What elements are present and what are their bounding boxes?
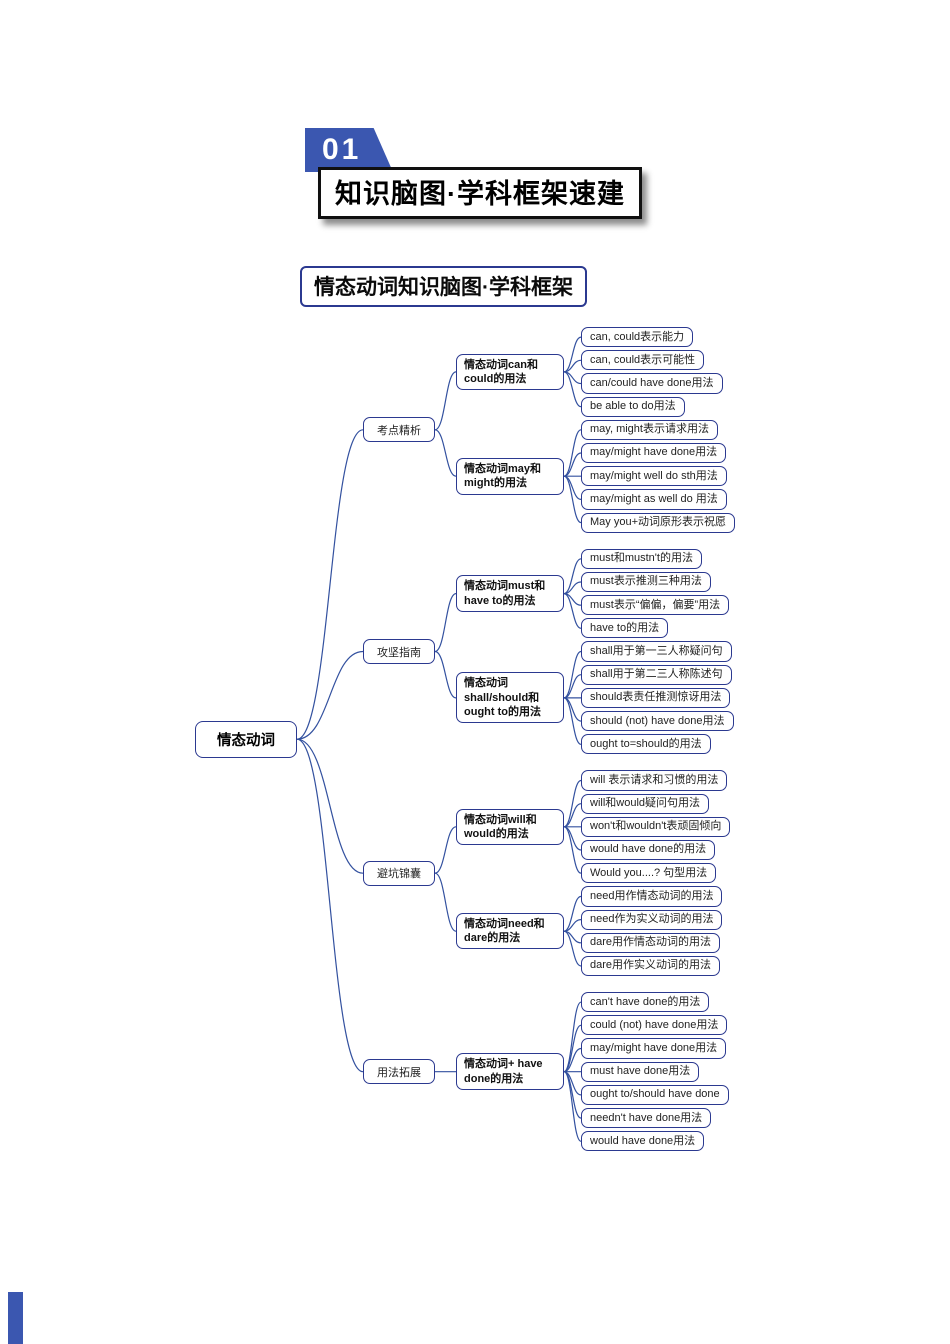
leaf-node: shall用于第一三人称疑问句 [581, 641, 732, 662]
leaf-node: won't和wouldn't表顽固倾向 [581, 816, 731, 837]
leaf-node: must have done用法 [581, 1061, 700, 1082]
branch-row-pitfalls: 避坑锦囊 情态动词will和would的用法 will 表示请求和习惯的用法 w… [363, 770, 735, 977]
leaf-node: should (not) have done用法 [581, 711, 734, 732]
leaf-node: may/might well do sth用法 [581, 466, 727, 487]
branch-node: 攻坚指南 [363, 639, 435, 665]
root-column: 情态动词 [195, 327, 297, 1151]
leaf-node: should表责任推测惊讶用法 [581, 687, 731, 708]
leaves-column: can't have done的用法 could (not) have done… [581, 992, 729, 1152]
leaf-node: need作为实义动词的用法 [581, 909, 723, 930]
map-title-text: 情态动词知识脑图·学科框架 [314, 276, 573, 299]
leaf-node: must表示“偏偏，偏要”用法 [581, 595, 730, 616]
topic-node: 情态动词will和would的用法 [456, 808, 564, 846]
mindmap-canvas: 情态动词 考点精析 情态动词can和could的用法 can, could表示能… [195, 327, 775, 1152]
leaf-node: Would you....? 句型用法 [581, 863, 717, 884]
topic-node: 情态动词shall/should和ought to的用法 [456, 672, 564, 724]
leaf-node: can, could表示能力 [581, 327, 694, 348]
leaf-node: may/might as well do 用法 [581, 489, 727, 510]
topic-row-must-haveto: 情态动词must和have to的用法 must和mustn't的用法 must… [456, 548, 734, 639]
branch-node: 考点精析 [363, 417, 435, 443]
leaf-node: dare用作实义动词的用法 [581, 955, 721, 977]
topic-row-need-dare: 情态动词need和dare的用法 need用作情态动词的用法 need作为实义动… [456, 886, 730, 977]
topic-row-will-would: 情态动词will和would的用法 will 表示请求和习惯的用法 will和w… [456, 770, 731, 884]
leaf-node: be able to do用法 [581, 396, 685, 417]
topics-column: 情态动词can和could的用法 can, could表示能力 can, cou… [456, 327, 735, 533]
branch-node: 用法拓展 [363, 1059, 435, 1085]
header-title: 知识脑图·学科框架速建 [335, 179, 625, 209]
chapter-number: 01 [322, 133, 362, 166]
leaf-node: may/might have done用法 [581, 1038, 727, 1059]
page-corner-mark [8, 1292, 23, 1344]
leaf-node: will 表示请求和习惯的用法 [581, 770, 728, 791]
leaf-node: need用作情态动词的用法 [581, 886, 723, 907]
topic-row-have-done: 情态动词+ have done的用法 can't have done的用法 co… [456, 992, 729, 1152]
topic-row-may-might: 情态动词may和might的用法 may, might表示请求用法 may/mi… [456, 419, 735, 533]
chapter-badge: 01 [305, 128, 393, 172]
leaf-node: needn't have done用法 [581, 1108, 712, 1129]
topic-node: 情态动词may和might的用法 [456, 457, 564, 495]
leaf-node: can't have done的用法 [581, 992, 710, 1013]
map-title-box: 情态动词知识脑图·学科框架 [300, 266, 587, 307]
leaves-column: shall用于第一三人称疑问句 shall用于第二三人称陈述句 should表责… [581, 641, 734, 755]
topic-row-can-could: 情态动词can和could的用法 can, could表示能力 can, cou… [456, 327, 735, 417]
leaf-node: can, could表示可能性 [581, 350, 705, 371]
leaf-node: could (not) have done用法 [581, 1015, 728, 1036]
topics-column: 情态动词must和have to的用法 must和mustn't的用法 must… [456, 548, 734, 755]
branch-row-key-guide: 攻坚指南 情态动词must和have to的用法 must和mustn't的用法… [363, 548, 735, 755]
leaf-node: may/might have done用法 [581, 442, 727, 464]
leaf-node: would have done用法 [581, 1131, 705, 1152]
topics-column: 情态动词will和would的用法 will 表示请求和习惯的用法 will和w… [456, 770, 731, 977]
leaves-column: will 表示请求和习惯的用法 will和would疑问句用法 won't和wo… [581, 770, 731, 884]
leaf-node: May you+动词原形表示祝愿 [581, 512, 735, 533]
branch-row-exam-points: 考点精析 情态动词can和could的用法 can, could表示能力 can… [363, 327, 735, 533]
leaf-node: ought to/should have done [581, 1084, 729, 1105]
leaf-node: will和would疑问句用法 [581, 793, 710, 814]
leaf-node: may, might表示请求用法 [581, 419, 718, 440]
leaf-node: have to的用法 [581, 618, 669, 639]
leaves-column: must和mustn't的用法 must表示推测三种用法 must表示“偏偏，偏… [581, 548, 730, 639]
topic-node: 情态动词+ have done的用法 [456, 1053, 564, 1091]
branches-column: 考点精析 情态动词can和could的用法 can, could表示能力 can… [363, 327, 735, 1152]
leaf-node: can/could have done用法 [581, 373, 723, 394]
branch-node: 避坑锦囊 [363, 860, 435, 886]
leaf-node: would have done的用法 [581, 839, 716, 861]
leaf-node: must和mustn't的用法 [581, 548, 702, 569]
leaf-node: shall用于第二三人称陈述句 [581, 664, 732, 685]
topic-node: 情态动词need和dare的用法 [456, 912, 564, 950]
header-title-box: 知识脑图·学科框架速建 [318, 167, 642, 219]
leaves-column: need用作情态动词的用法 need作为实义动词的用法 dare用作情态动词的用… [581, 886, 723, 977]
topic-node: 情态动词must和have to的用法 [456, 575, 564, 612]
leaves-column: can, could表示能力 can, could表示可能性 can/could… [581, 327, 723, 417]
topics-column: 情态动词+ have done的用法 can't have done的用法 co… [456, 992, 729, 1152]
branch-row-usage-extend: 用法拓展 情态动词+ have done的用法 can't have done的… [363, 992, 735, 1152]
topic-row-shall-should: 情态动词shall/should和ought to的用法 shall用于第一三人… [456, 641, 734, 755]
topic-node: 情态动词can和could的用法 [456, 353, 564, 391]
leaf-node: must表示推测三种用法 [581, 571, 711, 593]
root-node: 情态动词 [195, 720, 297, 758]
leaves-column: may, might表示请求用法 may/might have done用法 m… [581, 419, 735, 533]
leaf-node: ought to=should的用法 [581, 734, 711, 755]
leaf-node: dare用作情态动词的用法 [581, 932, 721, 953]
